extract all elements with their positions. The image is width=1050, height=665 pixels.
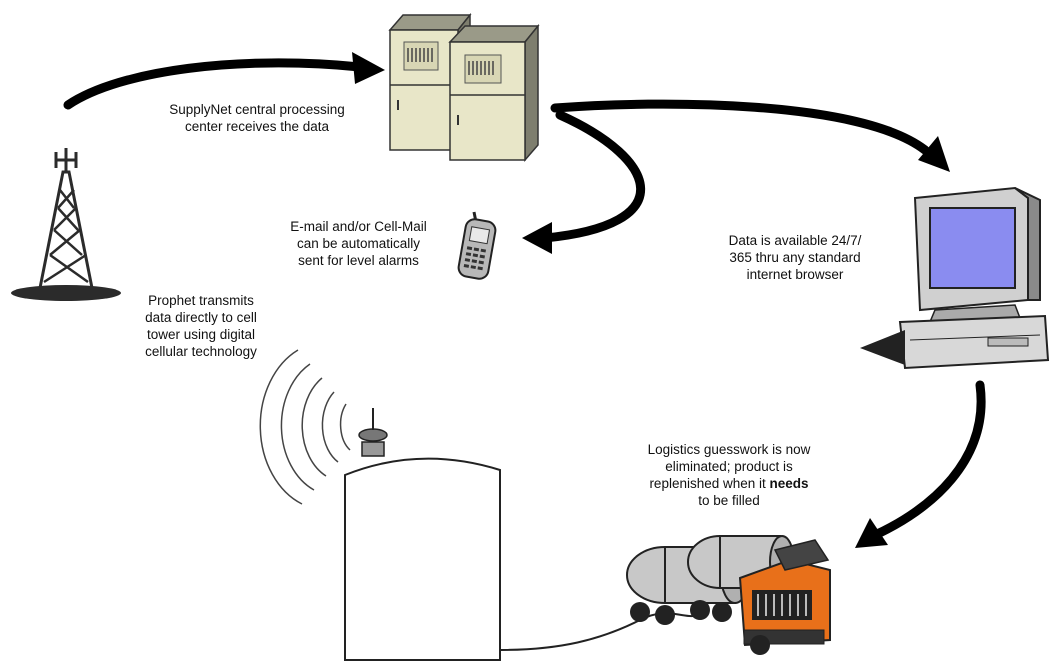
tanker-truck-icon <box>626 535 831 655</box>
email-label-line: sent for level alarms <box>298 253 419 268</box>
logistics-label-line: to be filled <box>698 493 760 508</box>
processing-label-line: SupplyNet central processing <box>169 102 345 117</box>
processing-center-label: SupplyNet central processing center rece… <box>152 101 362 135</box>
browser-label-line: 365 thru any standard <box>729 250 861 265</box>
desktop-computer-icon <box>860 186 1050 370</box>
prophet-label-line: data directly to cell <box>145 310 257 325</box>
logistics-label-line: eliminated; product is <box>665 459 793 474</box>
prophet-label-line: tower using digital <box>146 327 256 342</box>
arrow-computer-to-truck <box>870 380 986 540</box>
storage-tank-icon <box>344 408 701 661</box>
email-label-line: can be automatically <box>296 236 421 251</box>
browser-label-line: internet browser <box>746 267 844 282</box>
logistics-label-line: replenished when it needs <box>620 475 838 492</box>
prophet-transmits-label: Prophet transmits data directly to cell … <box>128 292 274 360</box>
email-alert-label: E-mail and/or Cell-Mail can be automatic… <box>276 218 441 269</box>
logistics-label-line: Logistics guesswork is now <box>647 442 811 457</box>
server-cabinet-icon <box>388 12 540 163</box>
arrow-head-truck <box>855 518 888 548</box>
radio-waves-icon <box>259 349 351 505</box>
logistics-label-pre: replenished when it <box>649 476 770 491</box>
prophet-label-line: Prophet transmits <box>148 293 254 308</box>
browser-label-line: Data is available 24/7/ <box>728 233 862 248</box>
arrow-tower-to-server <box>63 58 365 110</box>
cell-phone-icon <box>457 211 497 280</box>
arrow-head-computer <box>918 136 950 172</box>
arrow-head-server <box>352 52 385 84</box>
browser-access-label: Data is available 24/7/ 365 thru any sta… <box>700 232 890 283</box>
prophet-label-line: cellular technology <box>145 344 257 359</box>
email-label-line: E-mail and/or Cell-Mail <box>290 219 427 234</box>
arrow-server-to-phone <box>540 110 646 243</box>
flow-arrows <box>63 52 986 548</box>
cell-tower-icon <box>11 148 121 301</box>
processing-label-line: center receives the data <box>184 119 330 134</box>
arrow-server-to-computer <box>550 99 930 155</box>
logistics-label: Logistics guesswork is now eliminated; p… <box>620 441 838 509</box>
arrow-head-phone <box>522 222 552 254</box>
logistics-label-needs: needs <box>769 476 809 491</box>
